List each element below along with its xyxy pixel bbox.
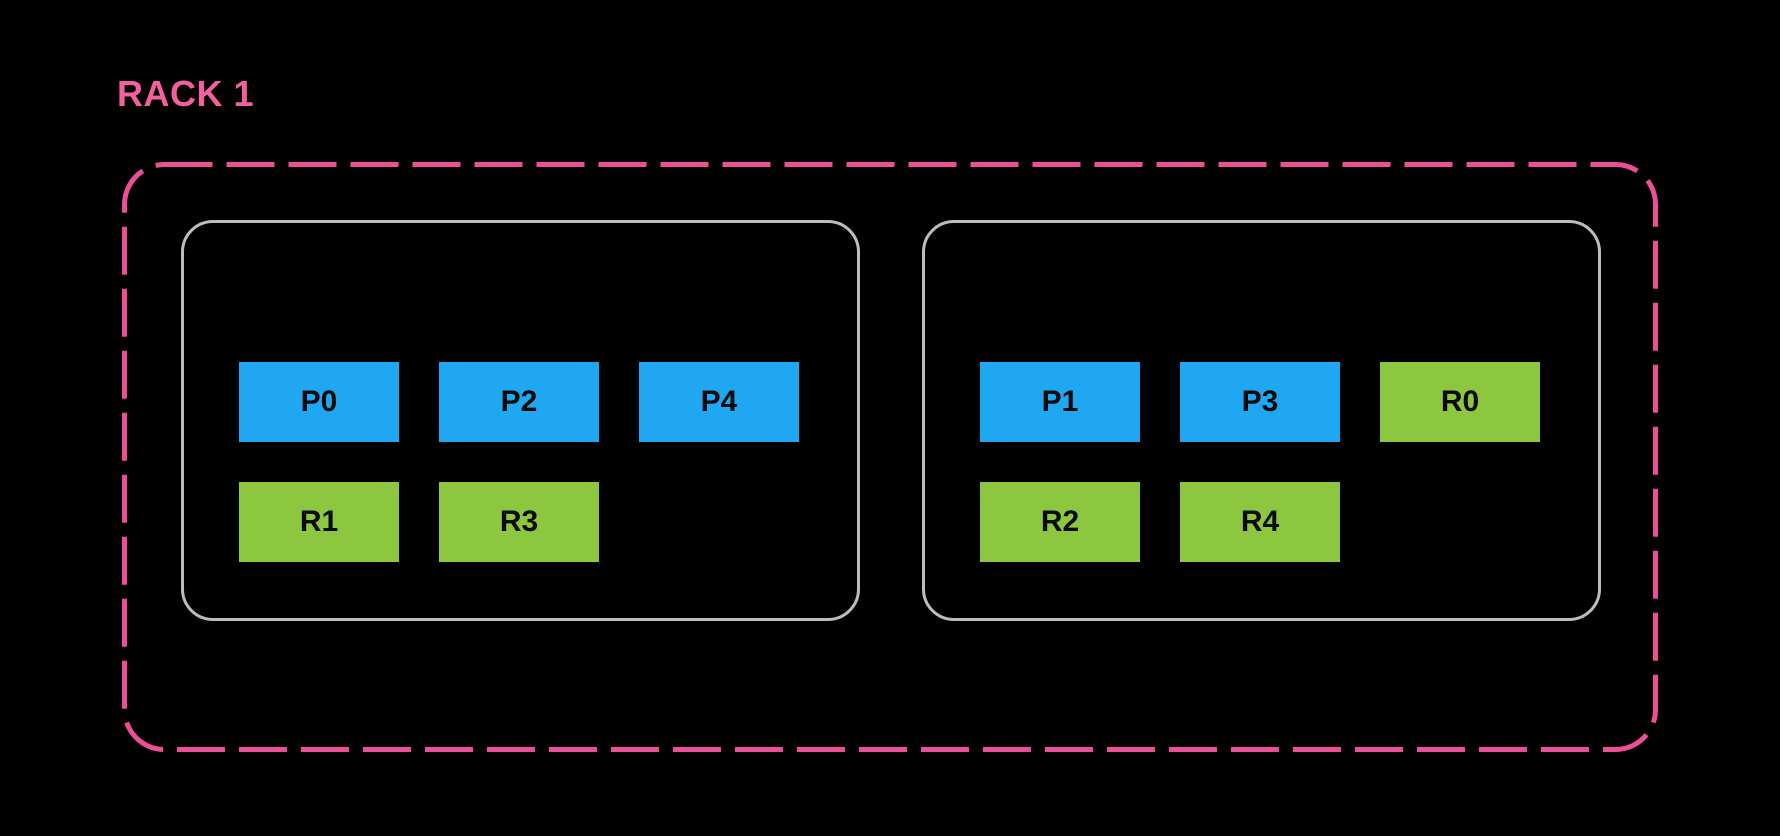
shard-r1-box: R1 (239, 482, 399, 562)
shard-r4-box: R4 (1180, 482, 1340, 562)
shard-p1-box: P1 (980, 362, 1140, 442)
shard-row: R2 R4 (980, 482, 1540, 562)
shard-row: P0 P2 P4 (239, 362, 799, 442)
shard-p2-box: P2 (439, 362, 599, 442)
shard-r2-box: R2 (980, 482, 1140, 562)
shard-row: P1 P3 R0 (980, 362, 1540, 442)
shard-p0-box: P0 (239, 362, 399, 442)
rack-title: RACK 1 (117, 73, 255, 114)
shard-r3-box: R3 (439, 482, 599, 562)
rack-boundary (122, 162, 1658, 752)
shard-r0-box: R0 (1380, 362, 1540, 442)
rack-boundary-rect (122, 162, 1658, 752)
shard-p3-box: P3 (1180, 362, 1340, 442)
shard-row: R1 R3 (239, 482, 799, 562)
shard-p4-box: P4 (639, 362, 799, 442)
